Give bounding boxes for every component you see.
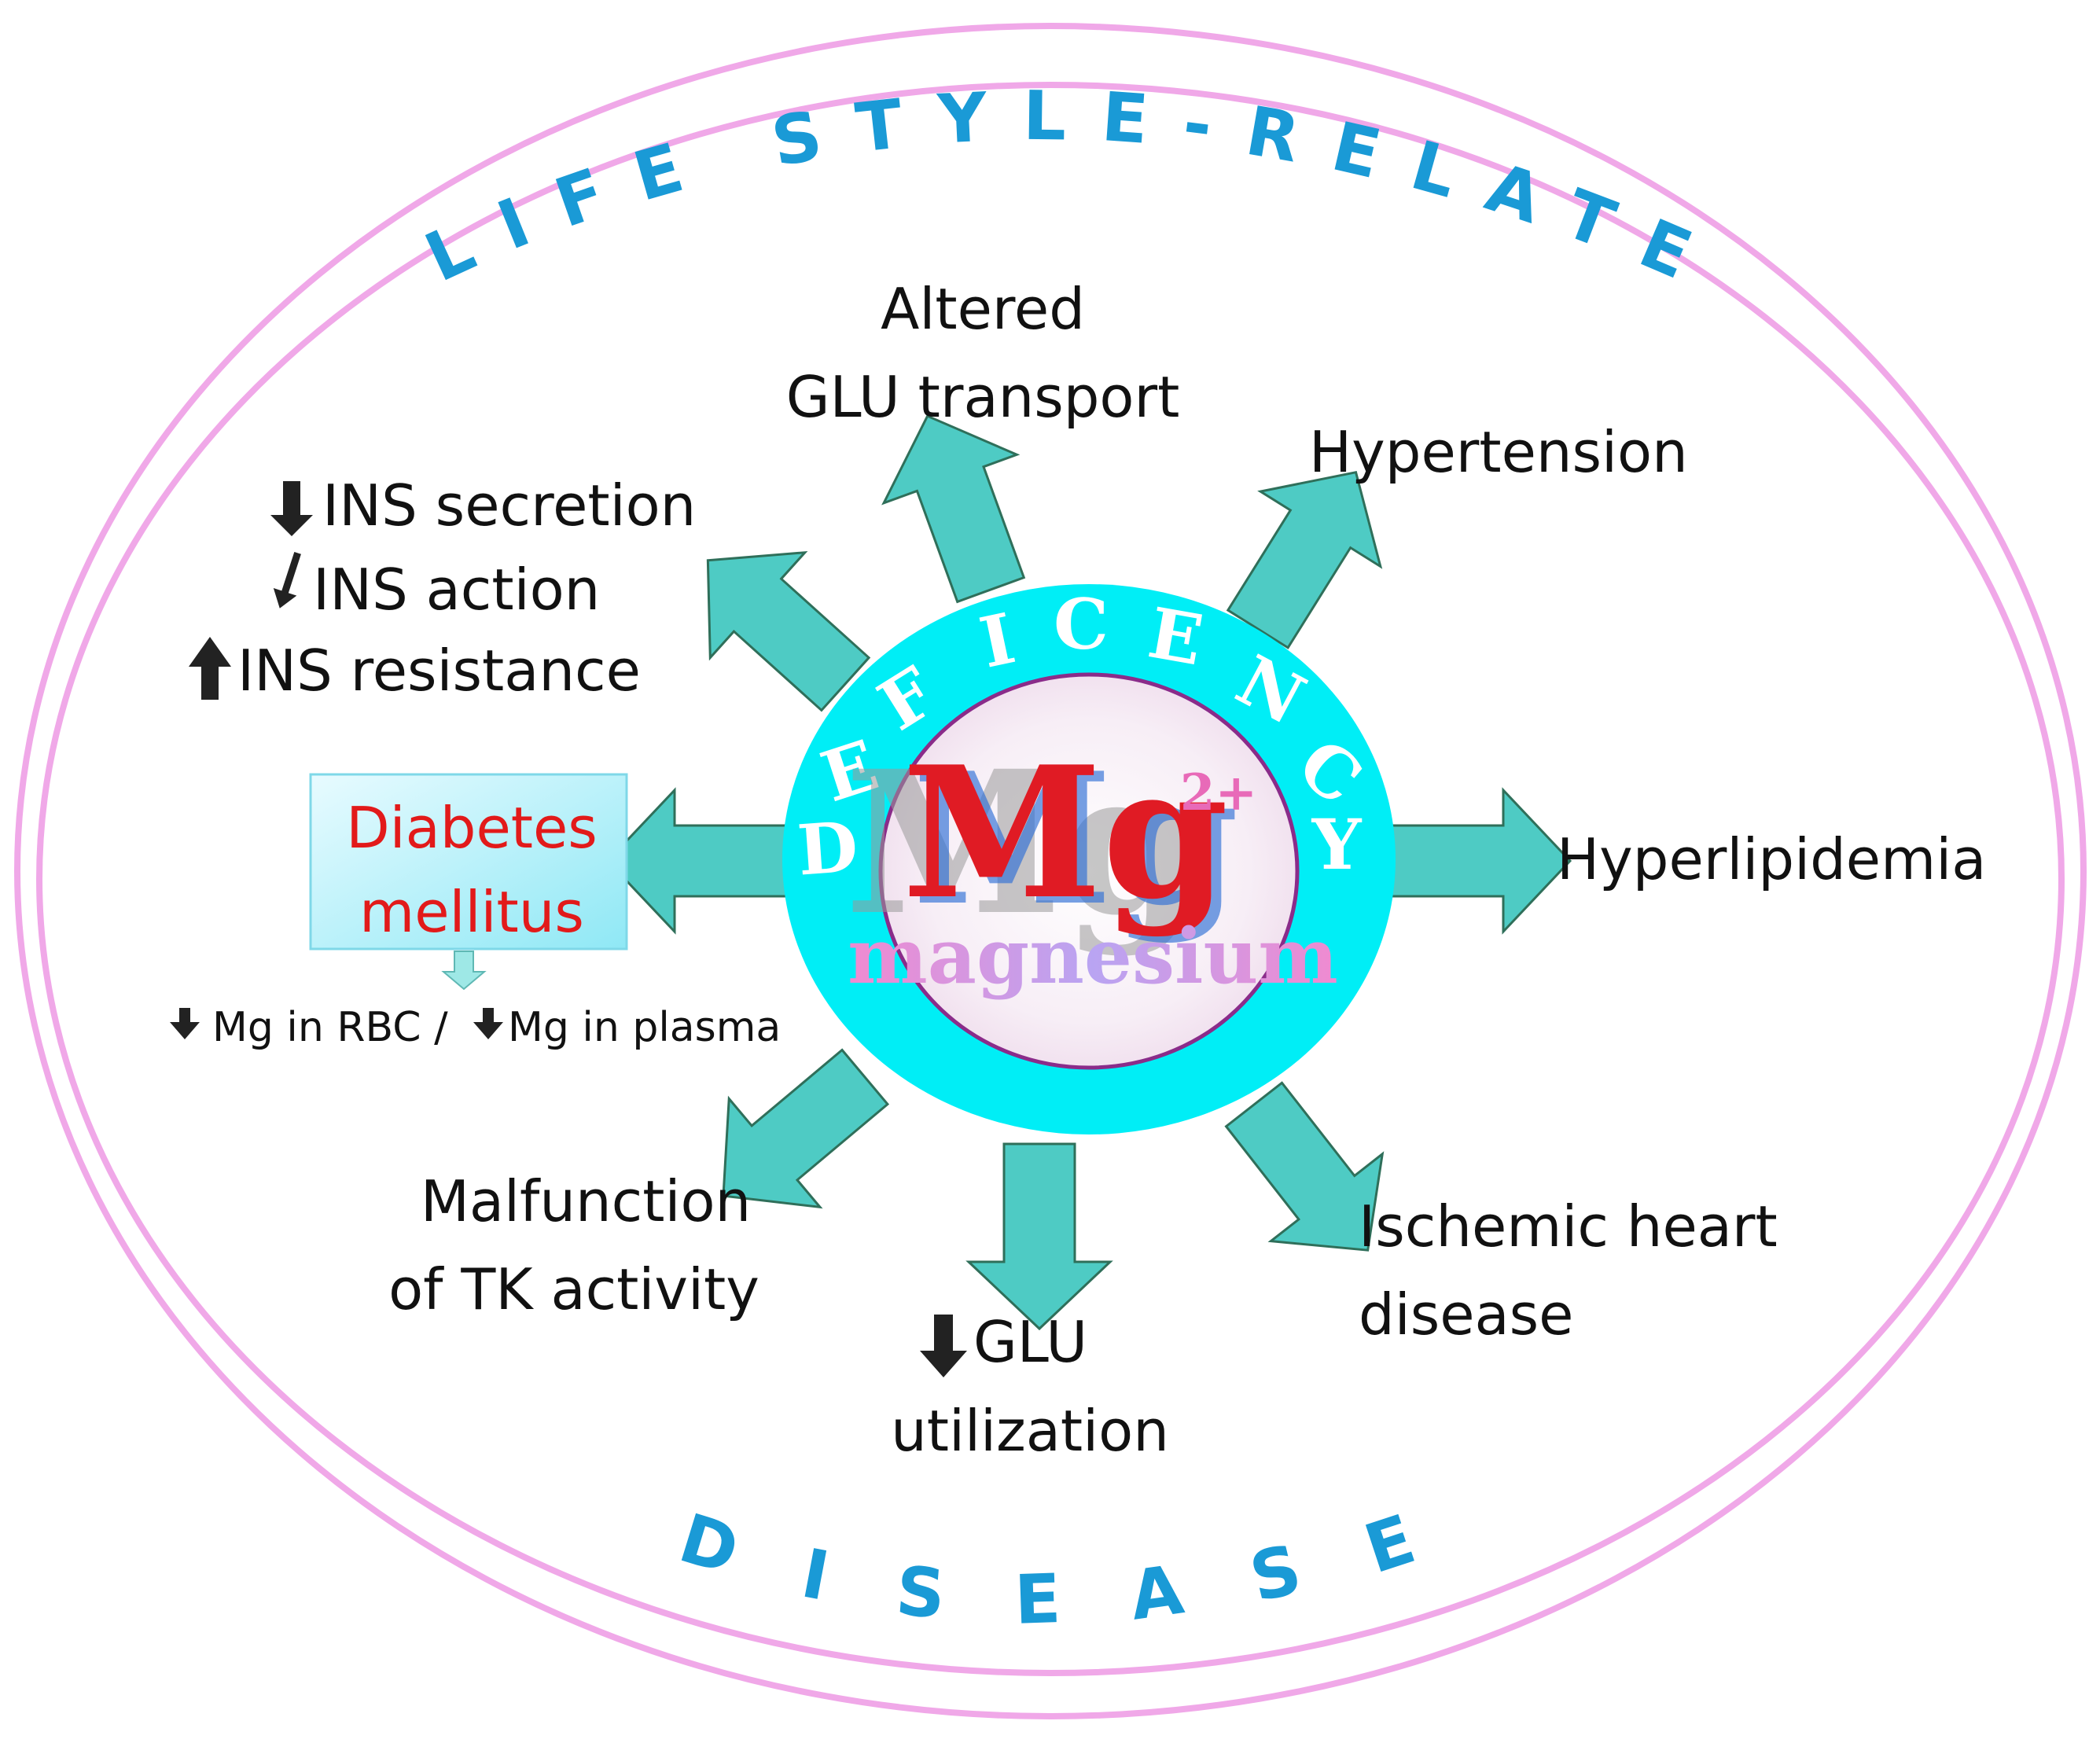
arrow-ins bbox=[706, 550, 871, 712]
altered-label-line2: GLU transport bbox=[786, 364, 1180, 430]
ischemic-label-line2: disease bbox=[1359, 1282, 1573, 1348]
mg-charge: 2+ bbox=[1180, 763, 1257, 822]
ins-action-label: INS action bbox=[313, 557, 600, 623]
diabetes-down-arrow bbox=[441, 951, 487, 991]
malfunction-label-line1: Malfunction bbox=[421, 1168, 751, 1234]
mg-symbol-blue: Mg bbox=[912, 734, 1238, 946]
utilization-label: utilization bbox=[891, 1398, 1169, 1464]
arrow-hypertension bbox=[1226, 470, 1383, 649]
outer-ring-inner bbox=[36, 82, 2065, 1676]
arrow-glu bbox=[965, 1142, 1113, 1331]
diabetes-label-line2: mellitus bbox=[359, 879, 584, 945]
arrow-ischemic bbox=[1224, 1081, 1385, 1252]
altered-label-line1: Altered bbox=[881, 276, 1085, 342]
glu-down-arrow-icon bbox=[920, 1315, 967, 1377]
glu-label: GLU bbox=[973, 1309, 1087, 1375]
ins-secretion-label: INS secretion bbox=[322, 473, 696, 539]
diabetes-box bbox=[309, 773, 628, 951]
arrow-hyperlipidemia bbox=[1384, 787, 1572, 935]
diagonal-down-arrow-icon bbox=[273, 551, 301, 609]
ring-letter-y: Y bbox=[1311, 803, 1363, 885]
arrow-up-altered bbox=[881, 414, 1026, 604]
mg-rbc-label: Mg in RBC / bbox=[212, 1004, 448, 1051]
arrow-malfunction bbox=[722, 1048, 890, 1209]
magnesium-word: magnesium bbox=[848, 912, 1338, 1001]
ins-resistance-label: INS resistance bbox=[237, 638, 641, 704]
mg-plasma-label: Mg in plasma bbox=[508, 1004, 781, 1051]
down-arrow-icon bbox=[270, 481, 313, 536]
malfunction-label-line2: of TK activity bbox=[388, 1256, 759, 1322]
magnesium-core bbox=[878, 672, 1300, 1070]
plasma-down-arrow-icon bbox=[473, 1008, 503, 1039]
outer-ring-outer bbox=[14, 23, 2087, 1719]
hyperlipidemia-label: Hyperlipidemia bbox=[1557, 826, 1986, 892]
arrows bbox=[605, 414, 1572, 1331]
mg-symbol: Mg bbox=[902, 727, 1228, 940]
mg-symbol-shadow: Mg bbox=[844, 727, 1200, 958]
ring-letter-d: D bbox=[795, 806, 860, 892]
arrow-diabetes bbox=[605, 787, 794, 935]
up-arrow-icon bbox=[189, 637, 231, 700]
ischemic-label-line1: Ischemic heart bbox=[1359, 1193, 1778, 1259]
diabetes-label-line1: Diabetes bbox=[346, 795, 598, 861]
rbc-down-arrow-icon bbox=[170, 1008, 200, 1039]
ring-letter-c1: C bbox=[1054, 583, 1109, 665]
hypertension-label: Hypertension bbox=[1309, 419, 1688, 485]
